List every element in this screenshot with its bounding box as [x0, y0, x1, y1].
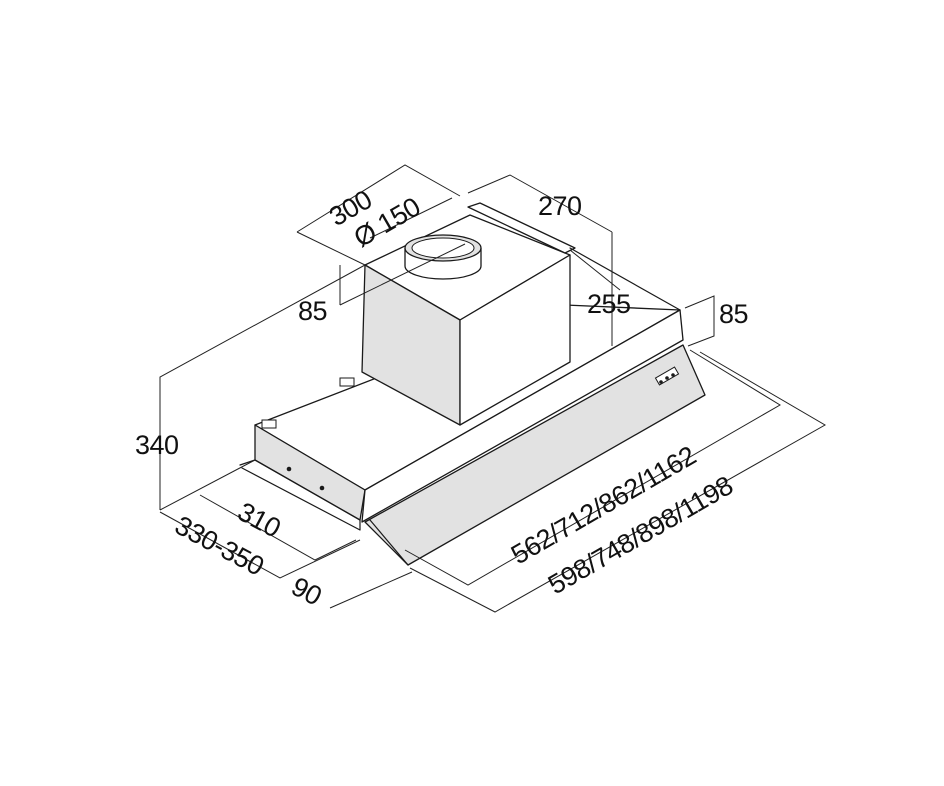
bracket-tab	[261, 419, 277, 429]
dim-label-340: 340	[135, 430, 179, 460]
visor-edge	[369, 519, 409, 566]
button-icon	[665, 376, 669, 380]
motor-box-right	[459, 254, 571, 426]
button-icon	[659, 380, 663, 384]
bottom-flange	[239, 459, 361, 531]
rear-rail	[467, 202, 576, 254]
rear-edge	[569, 247, 681, 311]
control-panel	[654, 366, 680, 386]
dim-label-270: 270	[538, 191, 582, 221]
dim-label-85-right: 85	[719, 299, 748, 329]
dim-label-255: 255	[587, 289, 631, 319]
dim-label-310: 310	[233, 496, 286, 543]
screw-icon	[319, 485, 325, 491]
dim-label-90: 90	[287, 571, 327, 611]
dimension-lines	[159, 164, 827, 613]
housing-front-strip	[361, 309, 684, 523]
hood-body	[239, 202, 706, 566]
screw-icon	[286, 466, 292, 472]
dim-label-85-left: 85	[298, 296, 327, 326]
button-icon	[671, 373, 675, 377]
duct-collar	[404, 234, 482, 280]
bracket-tab	[339, 377, 355, 387]
visor-panel	[364, 344, 706, 566]
